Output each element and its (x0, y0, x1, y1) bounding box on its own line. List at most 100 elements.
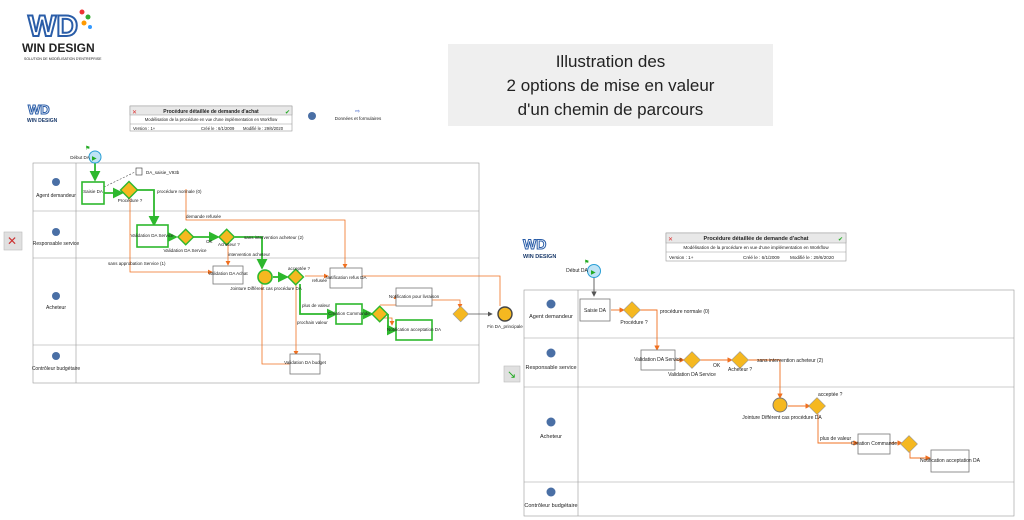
label-creation-commande-left: Création Commande (328, 311, 370, 316)
gateway-procedure-right (623, 301, 641, 319)
side-icon-right[interactable]: ↘ (503, 365, 521, 383)
header-version-right: Version : 1+ (669, 255, 694, 260)
label-acheteur-left: Acheteur ? (218, 242, 240, 247)
side-icon-left[interactable]: ✕ (3, 231, 23, 251)
label-procedure-right: Procédure ? (620, 320, 647, 326)
label-refusee-left: refusée (312, 278, 328, 283)
label-acceptee-right: acceptée ? (818, 392, 843, 398)
gateway-acheteur-right (731, 351, 749, 369)
header-subtitle-right: Modélisation de la procédure en vue d'un… (683, 245, 829, 250)
svg-text:▶: ▶ (591, 270, 596, 276)
label-notif-acceptation-left: Notification acceptation DA (387, 327, 441, 332)
svg-text:✕: ✕ (7, 234, 17, 248)
task-notif-livraison-left (395, 287, 433, 307)
lane-label-right-3: Contrôleur budgétaire (524, 503, 577, 509)
svg-text:WIN DESIGN: WIN DESIGN (27, 118, 58, 124)
label-validation-gw-left: Validation DA Service (164, 248, 207, 253)
label-ok-left: OK (206, 239, 213, 244)
edge-sans-intervention-left: sans intervention acheteur (2) (244, 235, 304, 240)
small-logo-icon-right: WD WIN DESIGN (523, 236, 557, 261)
label-notif-refus-left: Notification refus DA (325, 275, 366, 280)
label-validation-budget-left: Validation DA budget (284, 360, 326, 365)
label-jointure-left: Jointure Différent cas procédure DA (230, 286, 301, 291)
flows-right (591, 277, 931, 461)
end-event-left (497, 306, 513, 322)
node-debut-left: ▶ ⚑ (85, 145, 102, 164)
task-notif-refus-left (329, 267, 363, 289)
edge-procedure-normale-right: procédure normale (0) (660, 309, 710, 315)
task-saisie-left (81, 181, 105, 205)
label-validation-gw-right: Validation DA Service (668, 372, 716, 378)
gateway-split-right (900, 435, 918, 453)
label-debut-left: Début DA (70, 155, 90, 160)
label-debut-right: Début DA (566, 268, 588, 274)
task-validation-achat-left (212, 265, 244, 285)
svg-text:⚑: ⚑ (584, 259, 589, 266)
label-saisie-right: Saisie DA (584, 308, 607, 314)
lane-label-left-3: Contrôleur budgétaire (32, 366, 81, 372)
gateway-acheteur-left (217, 228, 236, 246)
donnees-label: Données et formulaires (335, 116, 382, 121)
label-validation-service-right: Validation DA Service (634, 357, 682, 363)
edge-prochain-valeur-left: prochain valeur (297, 320, 328, 325)
label-notif-livraison-left: Notification pour livraison (389, 294, 440, 299)
task-creation-commande-right (857, 433, 891, 455)
label-procedure-left: Procédure ? (118, 198, 143, 203)
logo-text: WIN DESIGN (22, 41, 95, 55)
edge-demande-refusee-left: demande refusée (186, 214, 222, 219)
header-box-left: Procédure détaillée de demande d'achat M… (129, 105, 293, 132)
edge-plus-de-valeur-right: plus de valeur (820, 436, 851, 442)
datafile-left: DA_saisie_V93b (135, 167, 180, 176)
lane-icons-right (546, 299, 556, 497)
task-creation-commande-left (335, 303, 363, 325)
task-saisie-right (579, 298, 611, 322)
highlight-path-left (89, 163, 398, 336)
task-validation-budget-left (289, 353, 321, 375)
svg-text:✕: ✕ (668, 237, 673, 243)
header-version-left: Version : 1+ (133, 126, 156, 131)
swimlanes-left (32, 162, 480, 384)
caption-line-2: 2 options de mise en valeur (506, 76, 715, 95)
header-created-right: Créé le : 6/1/2009 (743, 255, 780, 260)
svg-text:✔: ✔ (285, 110, 290, 116)
svg-text:⚑: ⚑ (85, 145, 90, 152)
swimlanes-right (523, 289, 1015, 517)
lane-label-right-1: Responsable service (525, 365, 576, 371)
gateway-acceptee-left (286, 268, 305, 286)
edge-plus-de-valeur-left: plus de valeur (302, 303, 331, 308)
svg-text:↘: ↘ (507, 369, 516, 381)
label-notif-acceptation-right: Notification acceptation DA (920, 458, 981, 464)
label-acheteur-right: Acheteur ? (728, 367, 752, 373)
flows-left (129, 189, 501, 365)
gateway-procedure-left (119, 180, 139, 200)
lane-label-right-0: Agent demandeur (529, 314, 573, 320)
label-jointure-right: Jointure Différent cas procédure DA (742, 415, 822, 421)
header-subtitle-left: Modélisation de la procédure en vue d'un… (145, 117, 278, 122)
caption-line-1: Illustration des (555, 52, 666, 71)
edge-sans-intervention-right: sans intervention acheteur (2) (757, 358, 823, 364)
edge-intervention-left: intervention acheteur (228, 252, 271, 257)
header-created-left: Créé le : 6/1/2009 (201, 126, 235, 131)
node-debut-right: ▶ ⚑ (584, 259, 601, 278)
gateway-merge-left (452, 305, 469, 323)
header-title-right: Procédure détaillée de demande d'achat (704, 236, 809, 242)
label-acceptee-left: acceptée ? (288, 266, 311, 271)
svg-text:WD: WD (28, 102, 50, 117)
logo-mark-text: WD (28, 10, 78, 43)
person-icon (308, 112, 316, 120)
data-icon: ⇨ (355, 109, 360, 115)
gateway-validation-left (176, 228, 195, 246)
logo-subtitle: SOLUTION DE MODÉLISATION D'ENTREPRISE (24, 56, 102, 61)
lane-label-left-0: Agent demandeur (36, 193, 76, 199)
lane-label-left-1: Responsable service (33, 241, 80, 247)
label-ok-right: OK (713, 363, 721, 369)
gateway-validation-right (683, 351, 701, 369)
svg-text:WD: WD (523, 236, 546, 252)
label-saisie-left: Saisie DA (83, 189, 103, 194)
edge-procedure-normale-left: procédure normale (0) (157, 189, 202, 194)
join-right (772, 397, 788, 413)
gateway-acceptee-right (808, 397, 826, 415)
label-validation-service-left: Validation DA Service (131, 233, 174, 238)
label-validation-achat-left: Validation DA Achat (208, 271, 248, 276)
